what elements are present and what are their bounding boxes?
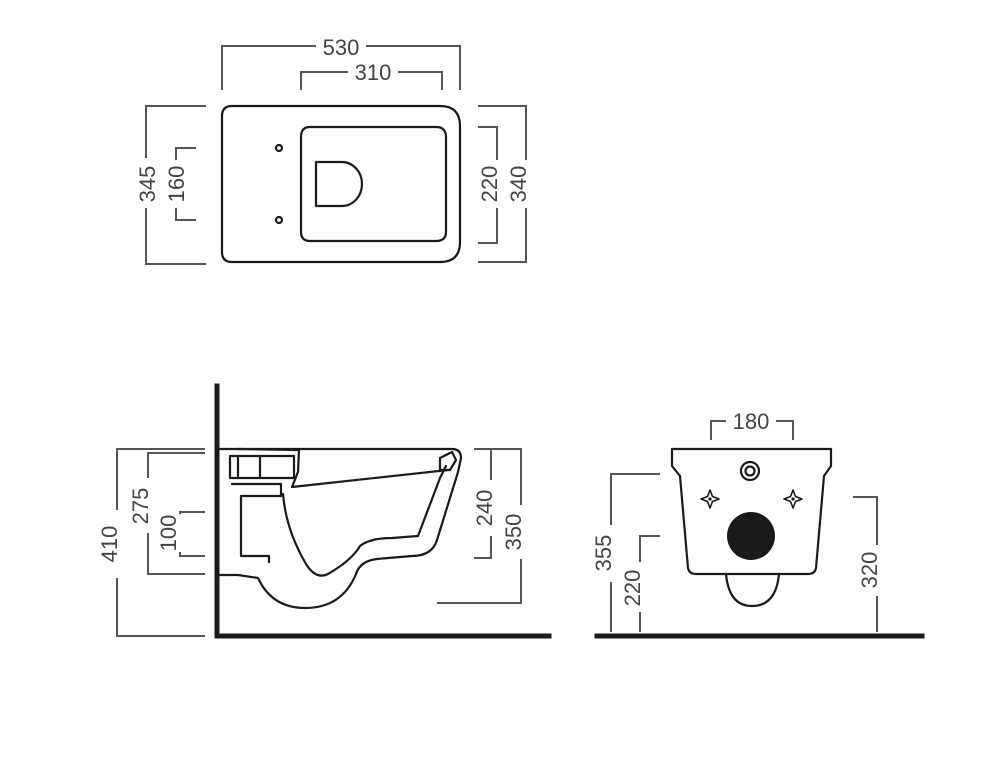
dim-label-410: 410: [97, 526, 122, 563]
dim-side-410: 410: [97, 448, 205, 637]
dim-side-100: 100: [156, 511, 205, 557]
inlet-outer-ring: [739, 460, 761, 482]
side-view: 410 275 100 240 350: [97, 383, 552, 639]
dim-top-340: 340: [478, 105, 531, 263]
dim-rear-220: 220: [620, 535, 660, 632]
dim-label-240: 240: [472, 490, 497, 527]
dim-rear-320: 320: [853, 496, 882, 632]
fixing-hole-icon: [274, 215, 284, 225]
dim-top-160: 160: [164, 147, 196, 221]
fixing-cross-icon: [700, 489, 720, 509]
side-view-inlet: [228, 454, 296, 480]
side-view-rim-nose: [438, 450, 458, 472]
dim-side-275: 275: [128, 452, 205, 575]
dim-side-350: 350: [437, 448, 526, 604]
top-view: 530 310 345 160 220 340: [135, 35, 531, 265]
dim-label-340: 340: [506, 166, 531, 203]
fixing-hole-icon: [274, 143, 284, 153]
dim-label-275: 275: [128, 488, 153, 525]
dim-top-310: 310: [300, 60, 443, 90]
dim-label-310: 310: [355, 60, 392, 85]
dim-label-320: 320: [857, 552, 882, 589]
dim-top-530: 530: [221, 35, 461, 90]
side-view-trap: [281, 464, 448, 577]
dim-label-160: 160: [164, 166, 189, 203]
side-view-rim-line: [236, 447, 450, 489]
rear-view-trap: [724, 572, 781, 608]
top-view-outline: [220, 104, 462, 264]
dim-label-180: 180: [733, 409, 770, 434]
rear-view-outline: [670, 447, 833, 576]
dim-label-530: 530: [323, 35, 360, 60]
dim-label-100: 100: [156, 515, 181, 552]
dim-top-220: 220: [477, 126, 502, 244]
dim-rear-180: 180: [710, 409, 794, 440]
side-view-outline: [217, 447, 463, 610]
rear-view: 180 355 220 320: [591, 409, 925, 639]
fixing-cross-icon: [783, 489, 803, 509]
dim-label-345: 345: [135, 166, 160, 203]
dim-label-220: 220: [477, 166, 502, 203]
dim-side-240: 240: [472, 448, 497, 559]
outlet-icon: [727, 512, 775, 560]
dim-label-350: 350: [501, 514, 526, 551]
dim-rear-355: 355: [591, 473, 660, 632]
side-view-inlet-lower: [230, 482, 283, 564]
inlet-inner-ring: [744, 465, 756, 477]
top-view-bowl-rim: [299, 125, 448, 243]
dim-top-345: 345: [135, 105, 206, 265]
dim-label-220-rear: 220: [620, 570, 645, 607]
top-view-drain: [314, 160, 364, 208]
dim-label-355: 355: [591, 535, 616, 572]
